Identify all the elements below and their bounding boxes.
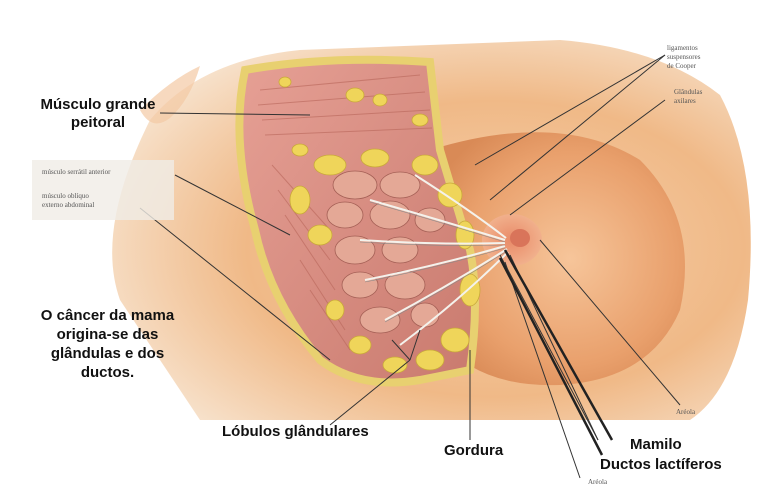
label-ductos-lactiferos: Ductos lactíferos <box>600 456 722 474</box>
label-ligamentos-line-1: ligamentos <box>667 44 700 53</box>
label-obliquo-line-2: externo abdominal <box>42 201 94 210</box>
label-musculo-line-2: peitoral <box>28 114 168 132</box>
label-mamilo: Mamilo <box>630 436 682 454</box>
label-cancer-line-2: origina-se das <box>25 325 190 344</box>
label-cancer-line-3: glândulas e dos <box>25 344 190 363</box>
label-ligamentos-cooper: ligamentos suspensores de Cooper <box>667 44 700 71</box>
label-obliquo-externo: músculo oblíquo externo abdominal <box>42 192 94 210</box>
label-ligamentos-line-2: suspensores <box>667 53 700 62</box>
label-ganglios-line-2: axilares <box>674 97 702 106</box>
label-glandulas-axilares: Glândulas axilares <box>674 88 702 106</box>
label-areola-upper: Aréola <box>676 408 695 417</box>
label-serratil-anterior: músculo serrátil anterior <box>42 168 110 177</box>
label-lobulos-glandulares: Lóbulos glândulares <box>222 423 369 441</box>
label-musculo-grande-peitoral: Músculo grande peitoral <box>28 96 168 132</box>
label-musculo-line-1: Músculo grande <box>28 96 168 114</box>
label-cancer-line-4: ductos. <box>25 363 190 382</box>
label-gordura: Gordura <box>444 442 503 460</box>
label-cancer-line-1: O câncer da mama <box>25 306 190 325</box>
label-areola-lower: Aréola <box>588 478 607 487</box>
label-ganglios-line-1: Glândulas <box>674 88 702 97</box>
label-cancer-note: O câncer da mama origina-se das glândula… <box>25 306 190 382</box>
nipple <box>510 229 530 247</box>
label-ligamentos-line-3: de Cooper <box>667 62 700 71</box>
label-obliquo-line-1: músculo oblíquo <box>42 192 94 201</box>
